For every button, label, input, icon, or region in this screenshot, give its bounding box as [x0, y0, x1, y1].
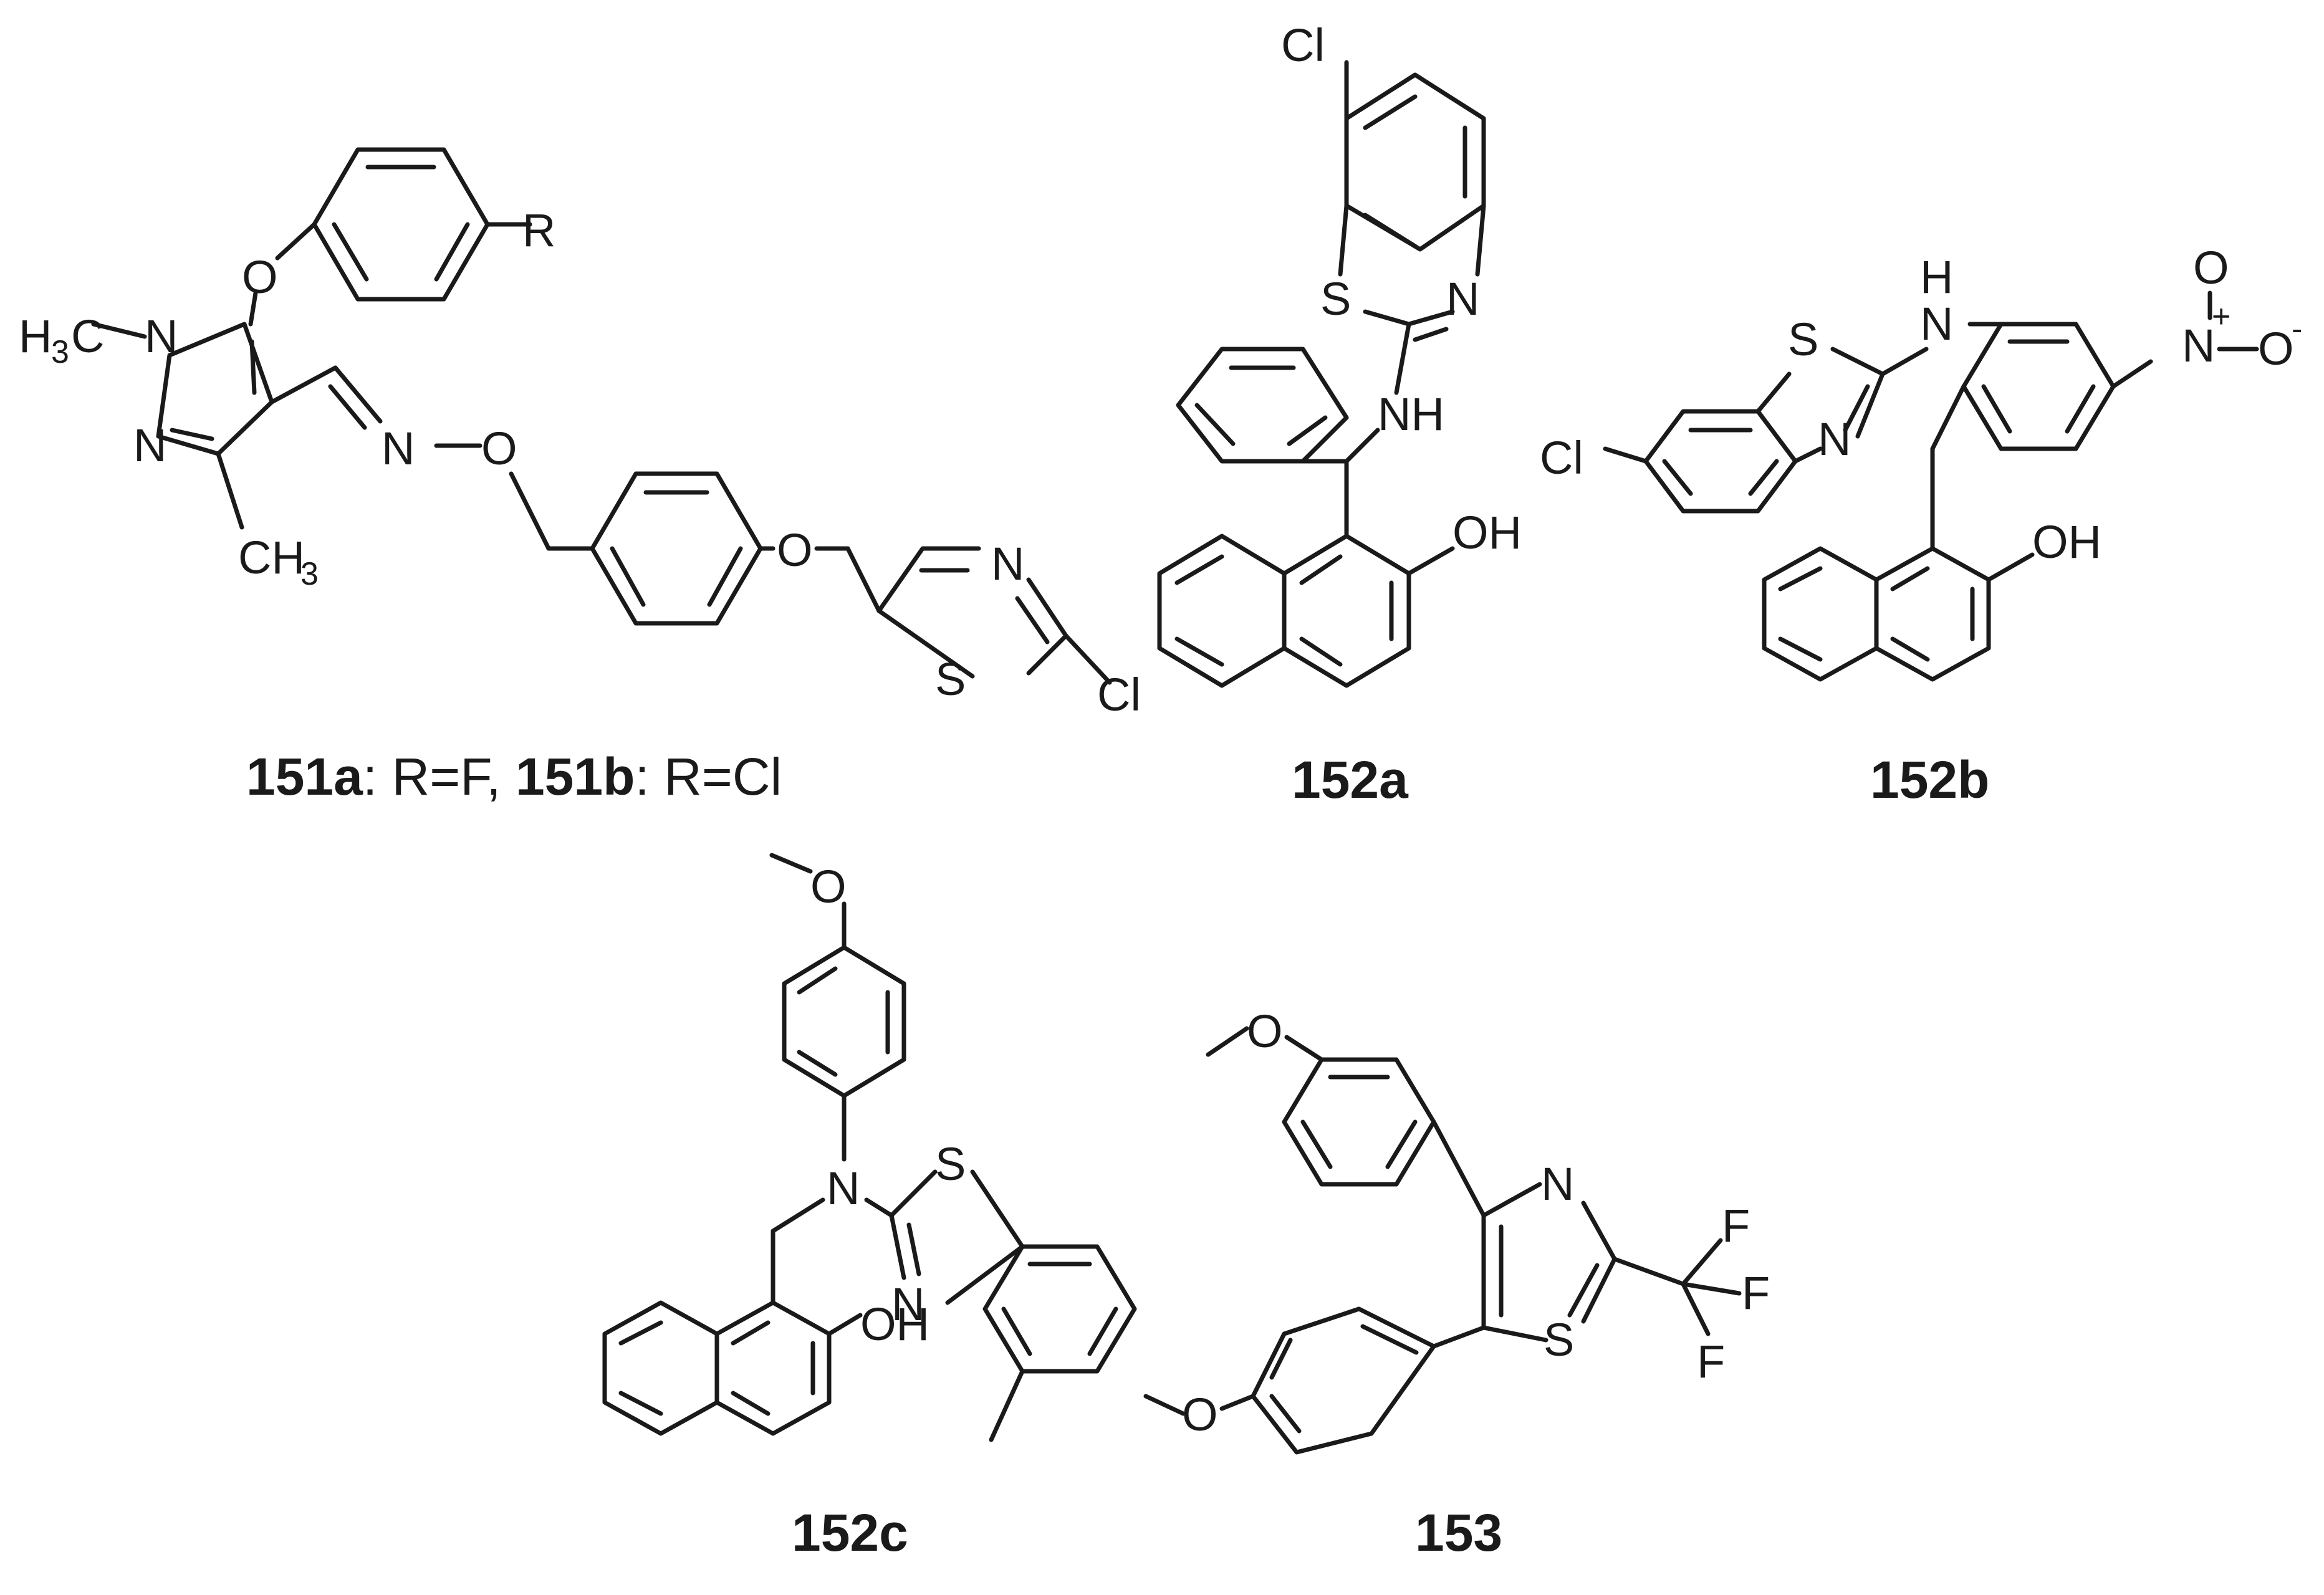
caption-152c: 152c: [792, 1503, 908, 1562]
nitro-minus-charge-label: -: [2292, 311, 2302, 347]
hydroxyl-label: OH: [860, 1298, 929, 1350]
pyrazole-n2-label: N: [133, 419, 166, 471]
compound-152c-bonds: [602, 853, 1137, 1442]
nh-n-label: N: [1920, 298, 1953, 350]
sulfur-label: S: [1320, 273, 1351, 325]
fluorine-3-label: F: [1697, 1336, 1725, 1387]
caption-151b-text: : R=Cl: [635, 747, 782, 806]
nitrogen-label: N: [891, 1278, 924, 1330]
caption-153: 153: [1415, 1503, 1502, 1562]
oxime-nitrogen-label: N: [382, 423, 415, 474]
caption-151b-id: 151b: [516, 747, 635, 806]
chlorine-label: Cl: [1281, 19, 1325, 71]
fluorine-2-label: F: [1742, 1267, 1770, 1319]
hydroxyl-label: OH: [2032, 516, 2101, 568]
ch3-subscript-label: 3: [300, 556, 319, 592]
methoxy-oxygen-label: O: [810, 861, 847, 912]
sulfur-label: S: [935, 1138, 966, 1190]
hydroxyl-label: OH: [1452, 507, 1522, 558]
h3c-c-label: C: [71, 310, 104, 362]
thiazole-sulfur-label: S: [935, 653, 966, 705]
nitro-right-oxygen-label: O: [2258, 323, 2294, 375]
sulfur-label: S: [1788, 314, 1818, 365]
caption-151: 151a: R=F, 151b: R=Cl: [246, 747, 782, 806]
compound-153: O N S F F F O 153: [1143, 1005, 1770, 1562]
oxime-oxygen-label: O: [481, 423, 517, 474]
nitrogen-label: N: [1541, 1158, 1574, 1210]
nitro-plus-charge-label: +: [2212, 299, 2230, 335]
chlorine-label: Cl: [1097, 669, 1141, 721]
ether-oxygen-label: O: [242, 251, 278, 303]
caption-151a-text: : R=F,: [363, 747, 516, 806]
caption-152a: 152a: [1292, 750, 1409, 809]
compound-152a: Cl S N NH OH 152a: [1157, 19, 1522, 809]
compound-152c: O N S N OH 152c: [602, 853, 1137, 1562]
pyrazole-n1-label: N: [145, 310, 178, 362]
compound-152b-bonds: [1603, 290, 2259, 682]
fluorine-1-label: F: [1722, 1200, 1750, 1252]
nitro-top-oxygen-label: O: [2193, 242, 2229, 294]
compound-152b: H N S N Cl N + O O - OH 152b: [1540, 242, 2302, 809]
chlorine-label: Cl: [1540, 432, 1583, 484]
benzyl-oxygen-label: O: [777, 524, 813, 576]
thiazole-nitrogen-label: N: [991, 538, 1024, 590]
compound-153-bonds: [1143, 1026, 1742, 1455]
nitrogen-label: N: [1446, 273, 1479, 325]
sulfur-label: S: [1544, 1314, 1574, 1366]
compound-152a-bonds: [1157, 60, 1486, 688]
h3c-subscript-label: 3: [51, 334, 69, 370]
nitrogen-label: N: [1818, 413, 1851, 465]
caption-151a-id: 151a: [246, 747, 363, 806]
ch3-c-label: CH: [238, 532, 305, 583]
top-methoxy-oxygen-label: O: [1247, 1005, 1283, 1057]
compound-151: R O H 3 C N N CH 3 N O O N S Cl 151a: R=…: [19, 147, 1141, 806]
nitro-nitrogen-label: N: [2182, 320, 2215, 371]
nh-h-label: H: [1920, 251, 1953, 303]
r-substituent-label: R: [522, 204, 555, 256]
caption-152b: 152b: [1870, 750, 1989, 809]
bottom-methoxy-oxygen-label: O: [1182, 1389, 1218, 1440]
h3c-h-label: H: [19, 310, 52, 362]
nh-label: NH: [1378, 388, 1444, 440]
amine-nitrogen-label: N: [827, 1162, 860, 1214]
compound-151-bonds: [91, 147, 1112, 685]
